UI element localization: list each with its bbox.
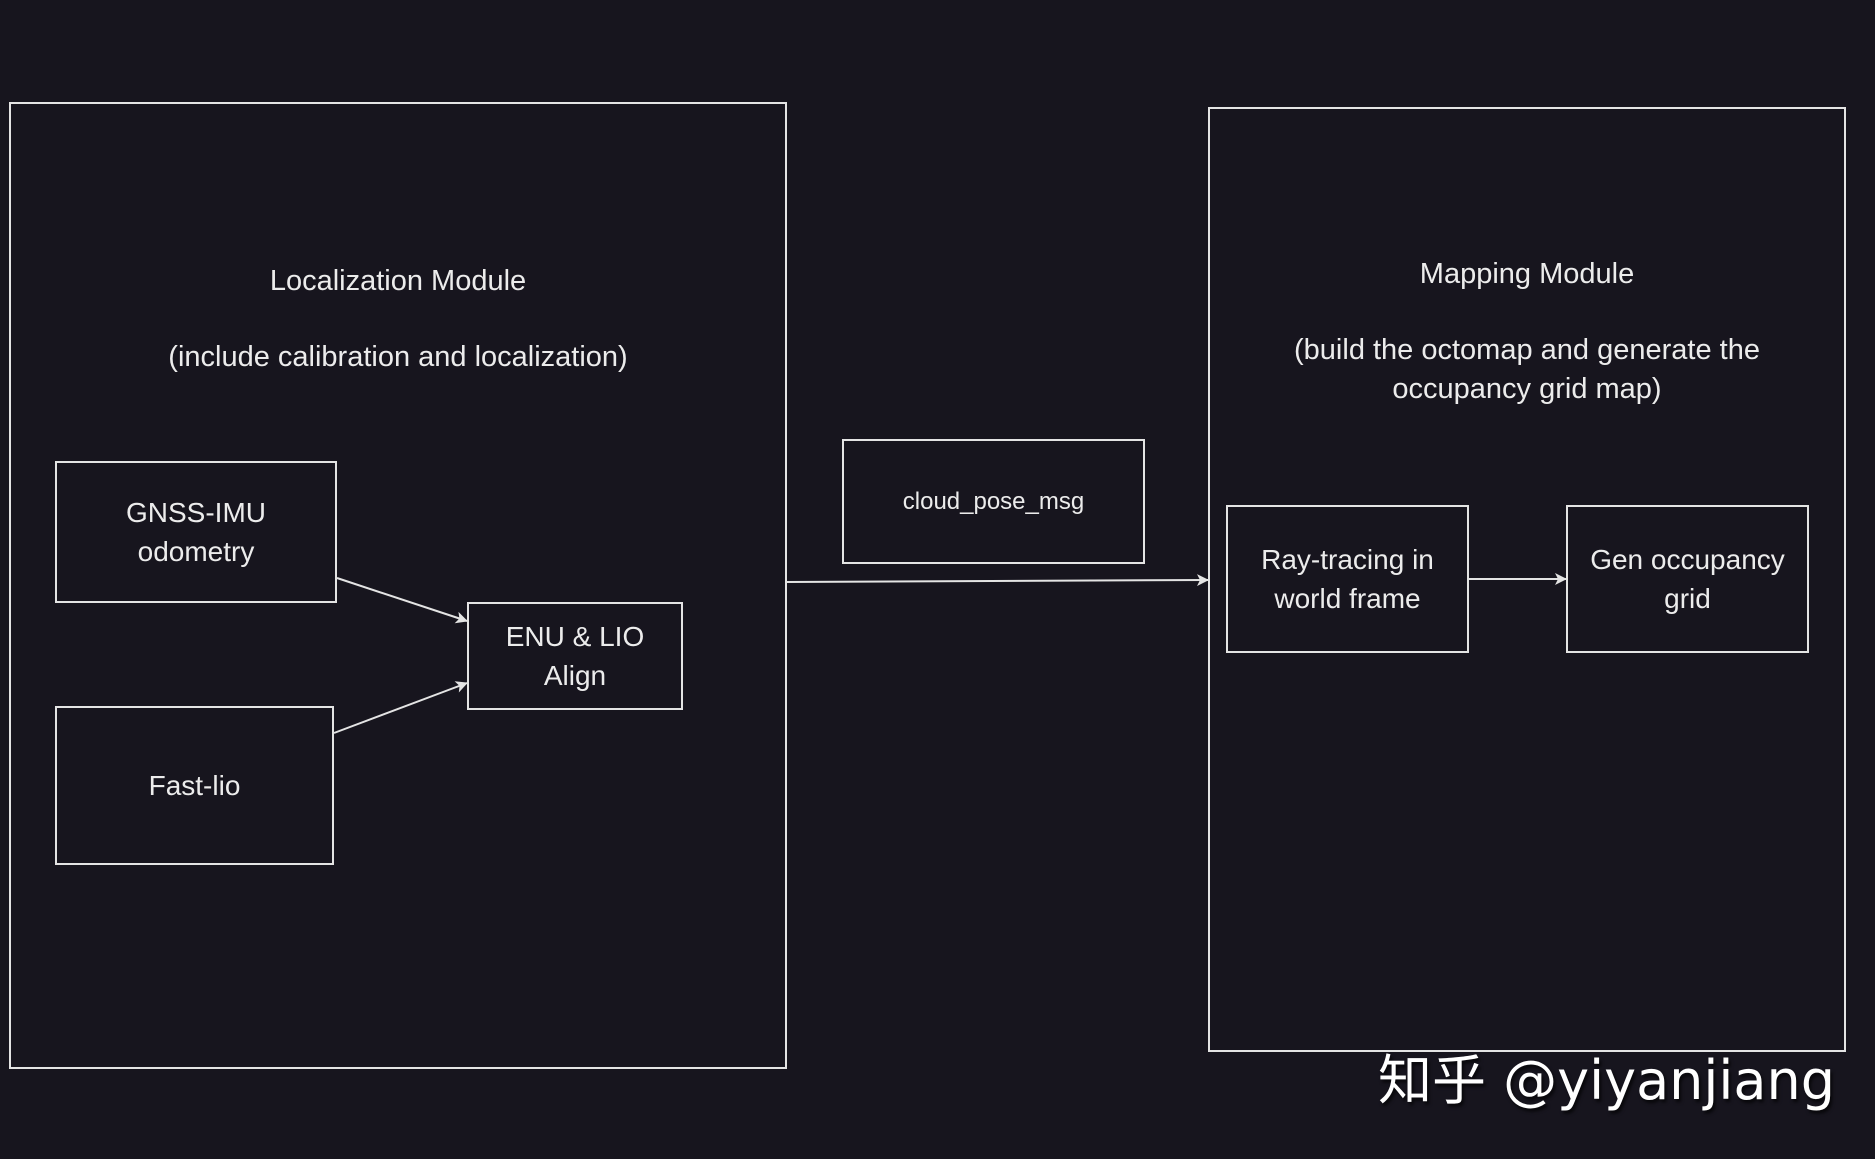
gen-occupancy-grid-node: Gen occupancy grid <box>1566 505 1809 653</box>
arrow-fastlio-to-align <box>333 681 468 734</box>
odometry-label: odometry <box>137 536 255 567</box>
mapping-module-title: Mapping Module <box>1419 258 1635 290</box>
ray-tracing-node: Ray-tracing in world frame <box>1226 505 1469 653</box>
mapping-module-subtitle-line2: occupancy grid map) <box>1392 373 1662 405</box>
mapping-module-box <box>1208 107 1846 1052</box>
fast-lio-node: Fast-lio <box>55 706 334 865</box>
localization-module-box <box>9 102 787 1069</box>
gen-occupancy-label: Gen occupancy <box>1590 544 1785 575</box>
cloud-pose-msg-box: cloud_pose_msg <box>842 439 1145 564</box>
enu-lio-align-node: ENU & LIO Align <box>467 602 683 710</box>
localization-module-title: Localization Module <box>269 265 527 297</box>
ray-tracing-label: Ray-tracing in <box>1261 544 1434 575</box>
watermark: 知乎 @yiyanjiang <box>1378 1049 1835 1112</box>
fast-lio-label: Fast-lio <box>148 770 241 801</box>
gnss-imu-odometry-node: GNSS-IMU odometry <box>55 461 337 603</box>
arrow-localization-to-mapping <box>786 574 1209 587</box>
align-label: Align <box>543 660 607 691</box>
enu-lio-label: ENU & LIO <box>505 621 645 652</box>
arrow-gnss-to-align <box>336 577 468 624</box>
world-frame-label: world frame <box>1274 583 1421 614</box>
localization-module-subtitle: (include calibration and localization) <box>168 341 628 373</box>
cloud-pose-msg-label: cloud_pose_msg <box>902 487 1085 515</box>
mapping-module-subtitle-line1: (build the octomap and generate the <box>1294 334 1760 366</box>
gnss-imu-label: GNSS-IMU <box>126 497 266 528</box>
grid-label: grid <box>1664 583 1711 614</box>
